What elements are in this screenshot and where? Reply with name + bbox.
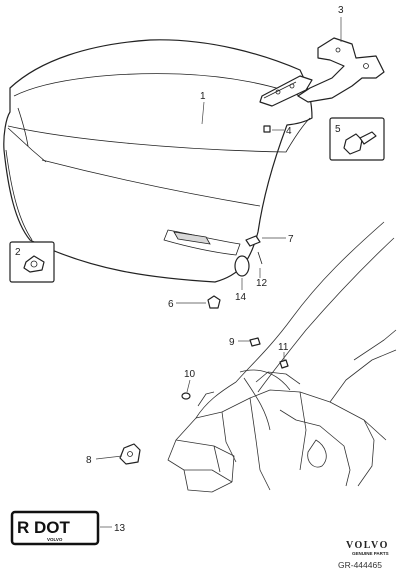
plug-part-14 [234, 255, 250, 277]
bolt-part-5-box [329, 117, 385, 161]
callout-9: 9 [229, 337, 235, 348]
striker-part-8 [119, 443, 141, 465]
leader-lines [95, 17, 342, 528]
callout-14: 14 [235, 292, 247, 303]
callout-11: 11 [278, 342, 289, 353]
nut-part-2-box [9, 241, 55, 283]
fastener-part-11 [279, 359, 289, 369]
fastener-part-10 [181, 392, 191, 400]
callout-6: 6 [168, 299, 174, 310]
badge-sub: VOLVO [47, 537, 63, 542]
callout-8: 8 [86, 455, 92, 466]
brand-logo: VOLVO GENUINE PARTS [346, 540, 389, 556]
car-body-rear [167, 221, 397, 493]
clip-part-9 [249, 337, 261, 347]
callout-2: 2 [15, 247, 21, 258]
reference-number: GR-444465 [338, 560, 382, 570]
callout-7: 7 [288, 234, 294, 245]
brand-name: VOLVO [346, 540, 389, 551]
fastener-part-6 [207, 295, 221, 309]
screw-part-12 [257, 251, 263, 265]
rdot-badge: R DOT VOLVO [10, 510, 100, 546]
trunk-lid [3, 39, 313, 283]
callout-12: 12 [256, 278, 268, 289]
callout-5: 5 [335, 124, 341, 135]
callout-3: 3 [338, 5, 344, 16]
badge-text: R DOT [17, 518, 71, 537]
callout-10: 10 [184, 369, 196, 380]
hinge-assembly [259, 37, 385, 107]
callout-1: 1 [200, 91, 206, 102]
screw-part-4 [263, 125, 271, 133]
switch-part-7 [245, 235, 261, 247]
callout-13: 13 [114, 523, 126, 534]
brand-tagline: GENUINE PARTS [352, 551, 389, 556]
callout-4: 4 [286, 126, 292, 137]
